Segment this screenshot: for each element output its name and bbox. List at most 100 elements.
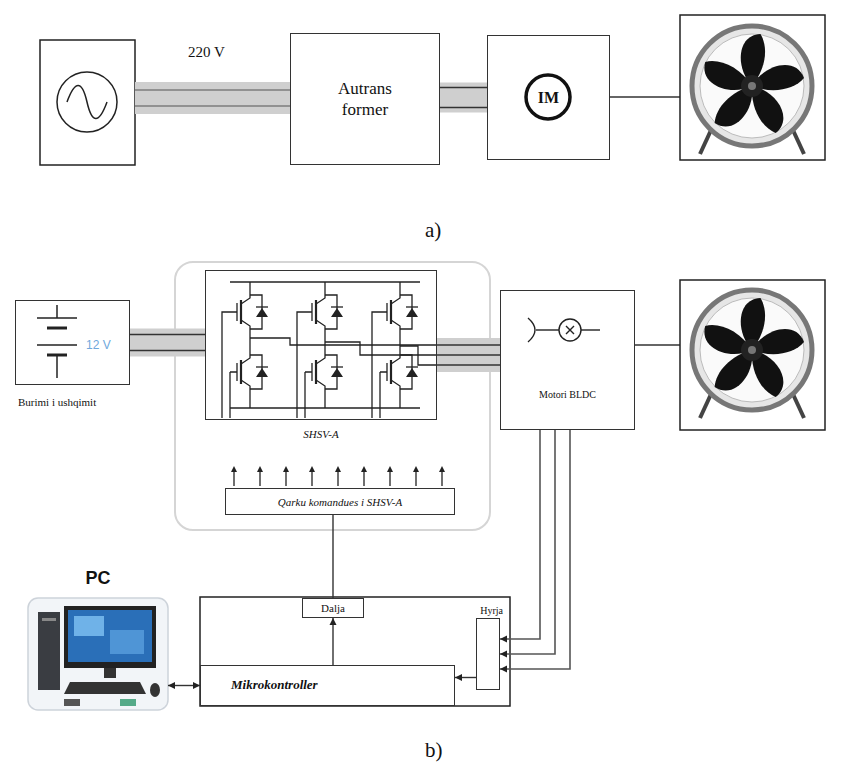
battery-box: 12 VBurimi i ushqimit — [15, 300, 130, 385]
pc-node: PC — [28, 568, 168, 710]
artwork-part — [380, 352, 418, 392]
artwork-part — [283, 466, 289, 486]
artwork-part — [135, 82, 290, 114]
bldc-motor-symbol — [528, 318, 600, 342]
artwork-part — [559, 319, 581, 341]
artwork-part — [64, 606, 156, 668]
wire-line — [437, 354, 500, 355]
artwork-part — [305, 352, 343, 392]
arrow-head — [455, 674, 462, 681]
node-text: Autrans former — [325, 78, 405, 121]
wire-line — [168, 685, 200, 686]
node-text: 12 V — [86, 338, 111, 352]
artwork-part — [42, 618, 56, 621]
arrow-head — [500, 651, 507, 658]
node-text: SHSV-A — [206, 428, 436, 440]
subfigure-label: b) — [425, 738, 443, 763]
wire-line — [500, 430, 570, 669]
artwork-part — [56, 305, 58, 318]
gate-signal-arrows — [231, 466, 445, 486]
arrow-head — [500, 666, 507, 673]
artwork-part — [110, 630, 144, 654]
artwork-part — [581, 329, 600, 330]
wire-line — [332, 618, 333, 665]
voltage-label: 220 V — [188, 44, 225, 61]
ac-source-symbol — [40, 40, 135, 165]
artwork-part — [413, 466, 419, 486]
wire-line — [437, 364, 500, 365]
artwork-part — [40, 40, 135, 165]
node-text: Dalja — [321, 602, 345, 614]
artwork-part — [57, 72, 117, 132]
wire-line — [332, 515, 333, 598]
node-text: Mikrokontroller — [231, 677, 318, 693]
artwork-part — [528, 318, 535, 342]
artwork-part — [120, 699, 136, 706]
artwork-part — [230, 292, 268, 332]
artwork-part — [230, 352, 268, 392]
output-box: Dalja — [302, 598, 364, 618]
artwork-part — [380, 292, 418, 332]
motor-shaft — [610, 96, 680, 98]
artwork-part — [64, 699, 80, 706]
arrow-head — [330, 618, 337, 625]
artwork-part — [335, 466, 341, 486]
wire-line — [440, 107, 487, 108]
artwork-part — [37, 317, 77, 319]
artwork-part — [536, 329, 559, 330]
controller-frame — [200, 597, 510, 706]
induction-motor-box: IM — [487, 35, 610, 160]
node-text: PC — [28, 568, 168, 589]
wire-line — [130, 350, 205, 351]
connector — [500, 430, 570, 673]
wire-line — [455, 677, 476, 678]
node-text: Motori BLDC — [501, 389, 634, 400]
connector — [437, 338, 500, 372]
wire-line — [440, 87, 487, 88]
artwork-part — [135, 89, 290, 90]
connector — [168, 682, 200, 689]
artwork-part — [566, 326, 574, 334]
artwork-part — [47, 327, 67, 330]
motor-shaft — [635, 344, 680, 346]
artwork-part — [74, 616, 104, 636]
motor-circle — [526, 75, 570, 119]
artwork-part — [305, 292, 343, 332]
artwork-part — [439, 466, 445, 486]
wire-band — [440, 83, 487, 113]
artwork-part — [400, 346, 437, 365]
artwork-part — [387, 466, 393, 486]
subfigure-label: a) — [425, 218, 441, 243]
wire-band — [130, 329, 205, 357]
artwork-part — [150, 683, 160, 697]
artwork-part — [231, 466, 237, 486]
arrow-head — [500, 636, 507, 643]
connector — [333, 515, 334, 598]
node-text: Qarku komandues i SHSV-A — [278, 496, 402, 508]
wire-band — [437, 338, 500, 372]
artwork-part — [692, 26, 812, 154]
converter-group-frame — [175, 262, 490, 530]
battery-symbol — [37, 305, 77, 378]
inverter-box: SHSV-A — [205, 270, 437, 420]
artwork-part — [64, 682, 146, 694]
wire-line — [130, 334, 205, 335]
artwork-part — [38, 612, 60, 690]
control-circuit-box: Qarku komandues i SHSV-A — [225, 488, 455, 515]
supply-wires — [135, 82, 290, 114]
wire-line — [500, 430, 555, 654]
bldc-motor-box: Motori BLDC — [500, 290, 635, 430]
wire-line — [500, 430, 540, 639]
artwork-part — [68, 610, 152, 662]
inverter-bridge — [222, 282, 437, 418]
node-text: IM — [538, 89, 559, 107]
wire-line — [437, 344, 500, 345]
artwork-part — [692, 290, 812, 418]
pc-picture — [28, 598, 168, 710]
artwork-part — [257, 466, 263, 486]
artwork-part — [680, 15, 825, 160]
artwork-part — [104, 668, 116, 678]
artwork-part — [222, 312, 380, 418]
artwork-part — [230, 372, 380, 418]
